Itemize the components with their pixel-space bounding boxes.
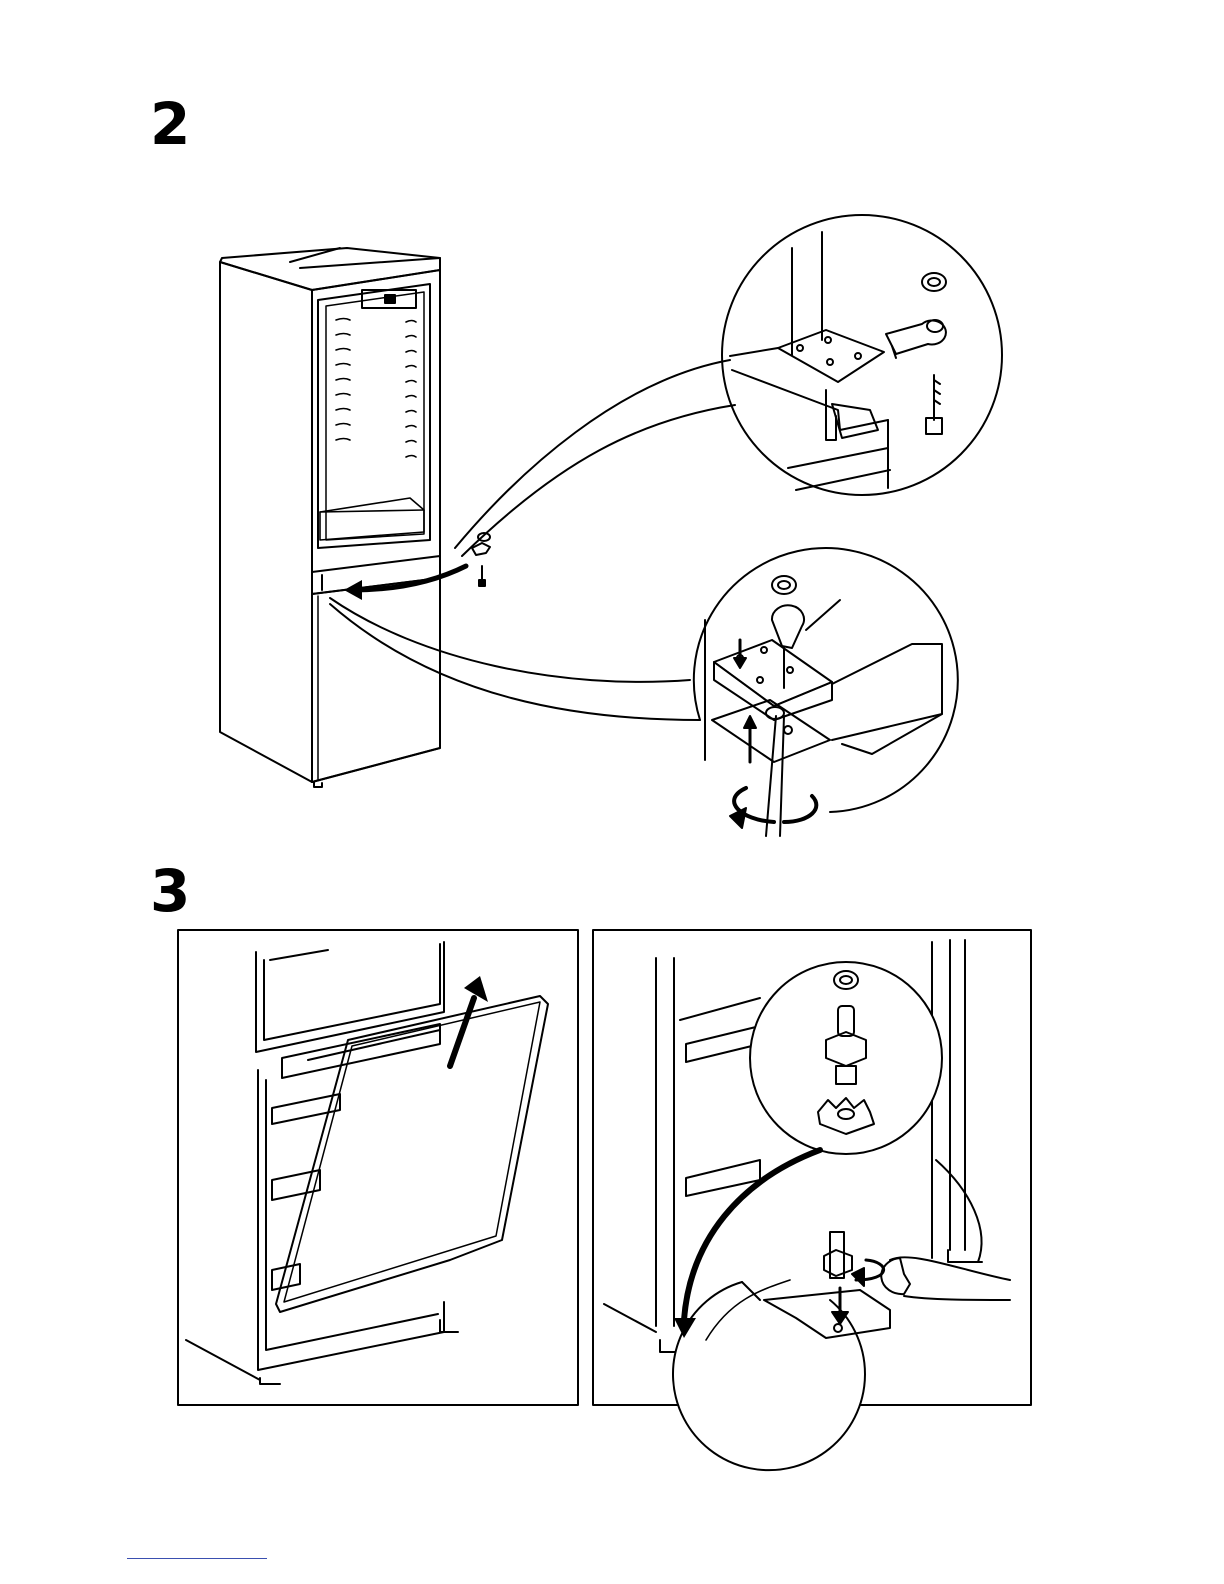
footer-rule: [127, 1558, 267, 1559]
screwdriver-icon: [694, 548, 958, 836]
door-panel-icon: [178, 930, 578, 1405]
hinge-plate-icon: [722, 215, 1002, 495]
wrench-icon: [673, 1160, 1010, 1470]
fridge-icon: [220, 248, 490, 787]
